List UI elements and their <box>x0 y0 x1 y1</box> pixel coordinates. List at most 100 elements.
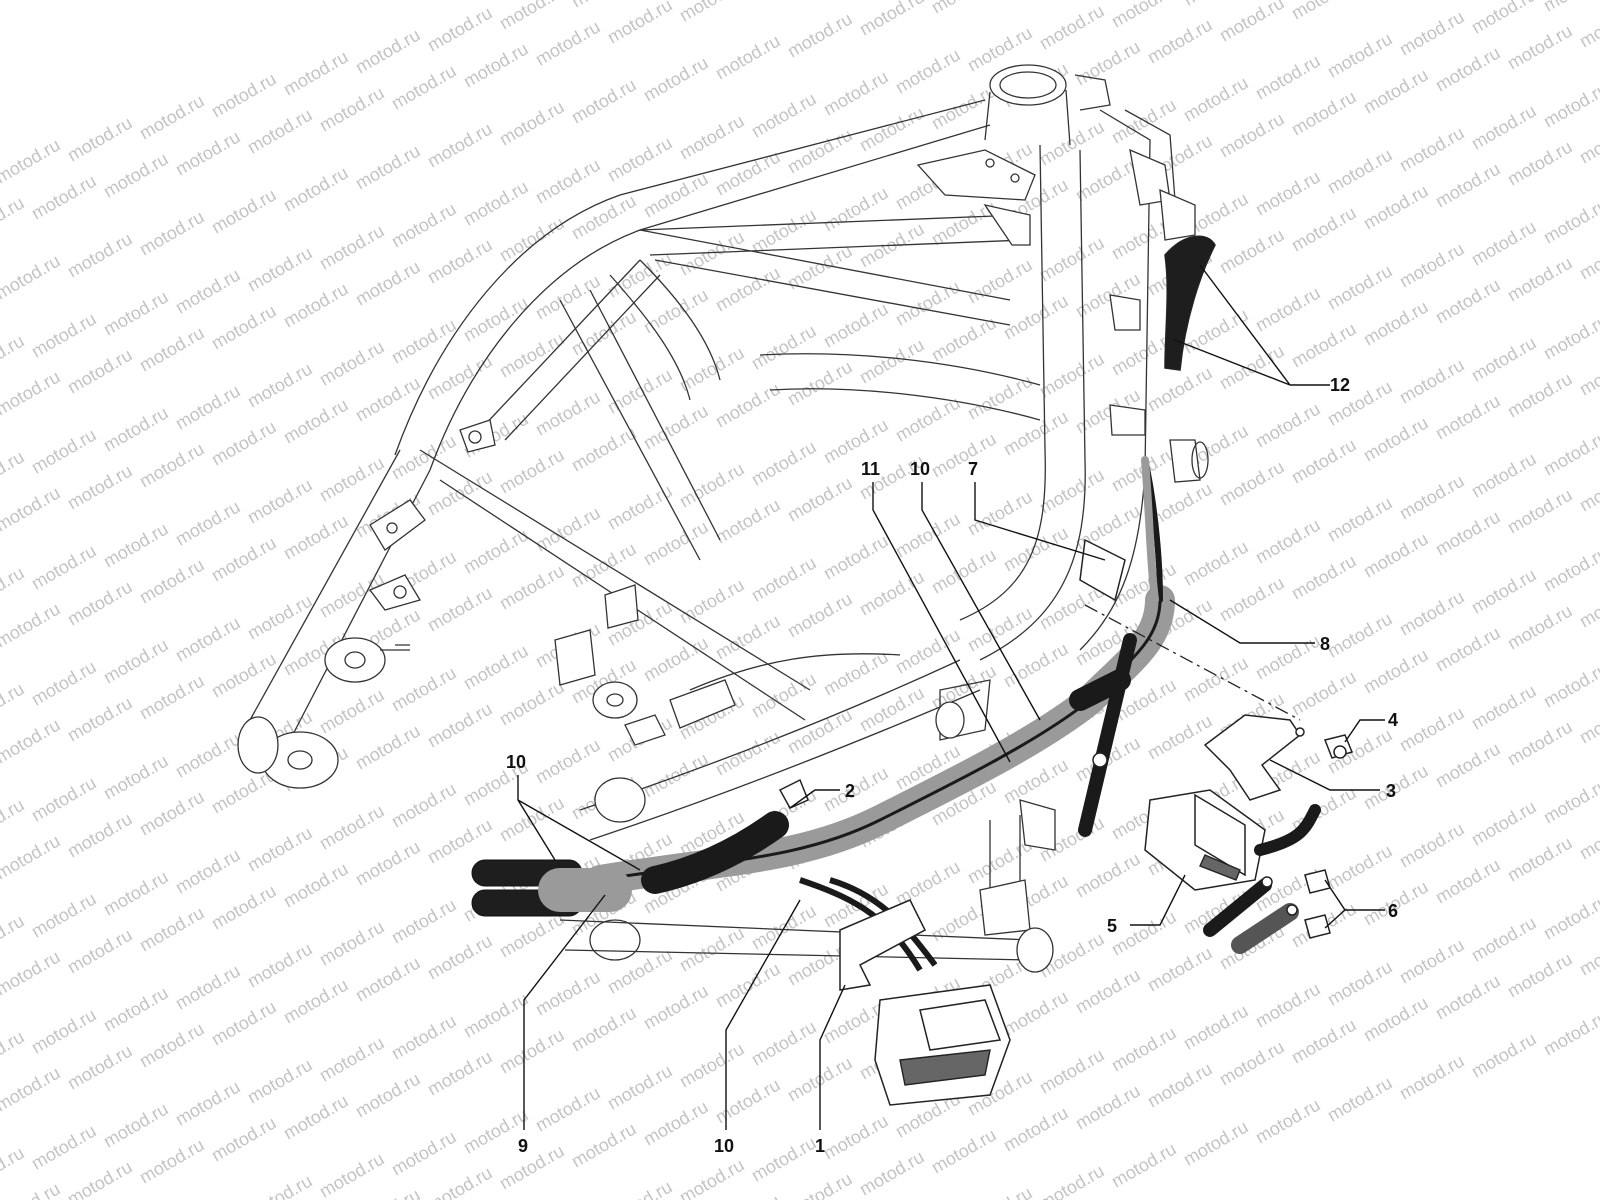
watermark-text: motod.ru <box>604 1061 676 1114</box>
watermark-text: motod.ru <box>1576 463 1600 516</box>
watermark-text: motod.ru <box>1216 225 1288 278</box>
watermark-text: motod.ru <box>1432 855 1504 908</box>
watermark-text: motod.ru <box>712 263 784 316</box>
watermark-text: motod.ru <box>0 331 28 384</box>
watermark-text: motod.ru <box>0 1027 28 1080</box>
watermark-text: motod.ru <box>352 373 424 426</box>
watermark-text: motod.ru <box>388 199 460 252</box>
watermark-text: motod.ru <box>1144 711 1216 764</box>
watermark-text: motod.ru <box>0 447 28 500</box>
watermark-text: motod.ru <box>424 583 496 636</box>
watermark-text: motod.ru <box>136 439 208 492</box>
watermark-text: motod.ru <box>28 889 100 942</box>
watermark-text: motod.ru <box>784 589 856 642</box>
watermark-text: motod.ru <box>1252 399 1324 452</box>
watermark-text: motod.ru <box>928 429 1000 482</box>
watermark-text: motod.ru <box>316 1149 388 1200</box>
watermark-text: motod.ru <box>1072 501 1144 554</box>
watermark-text: motod.ru <box>1504 717 1576 770</box>
watermark-text: motod.ru <box>1396 239 1468 292</box>
watermark-text: motod.ru <box>1504 369 1576 422</box>
watermark-text: motod.ru <box>1288 667 1360 720</box>
watermark-text: motod.ru <box>388 431 460 484</box>
watermark-text: motod.ru <box>0 679 28 732</box>
watermark-text: motod.ru <box>784 1169 856 1200</box>
watermark-text: motod.ru <box>1360 0 1432 1</box>
watermark-text: motod.ru <box>28 425 100 478</box>
watermark-text: motod.ru <box>1396 1051 1468 1104</box>
watermark-text: motod.ru <box>1396 819 1468 872</box>
watermark-text: motod.ru <box>1144 15 1216 68</box>
watermark-text: motod.ru <box>928 1125 1000 1178</box>
watermark-text: motod.ru <box>532 17 604 70</box>
watermark-text: motod.ru <box>64 693 136 746</box>
watermark-text: motod.ru <box>460 989 532 1042</box>
watermark-text: motod.ru <box>1108 1139 1180 1192</box>
watermark-text: motod.ru <box>1504 949 1576 1002</box>
watermark-text: motod.ru <box>316 685 388 738</box>
watermark-text: motod.ru <box>1324 609 1396 662</box>
watermark-text: motod.ru <box>388 315 460 368</box>
watermark-text: motod.ru <box>460 177 532 230</box>
watermark-text: motod.ru <box>1252 1095 1324 1148</box>
watermark-text: motod.ru <box>1504 485 1576 538</box>
watermark-text: motod.ru <box>1432 739 1504 792</box>
watermark-text: motod.ru <box>208 1113 280 1166</box>
watermark-text: motod.ru <box>676 459 748 512</box>
watermark-text: motod.ru <box>280 1091 352 1144</box>
watermark-text: motod.ru <box>0 135 64 188</box>
watermark-text: motod.ru <box>172 613 244 666</box>
watermark-text: motod.ru <box>1360 645 1432 698</box>
watermark-text: motod.ru <box>1180 0 1252 9</box>
watermark-text: motod.ru <box>784 357 856 410</box>
watermark-text: motod.ru <box>172 265 244 318</box>
watermark-text: motod.ru <box>172 127 244 180</box>
watermark-text: motod.ru <box>712 727 784 780</box>
watermark-text: motod.ru <box>676 0 748 25</box>
watermark-text: motod.ru <box>1540 311 1600 364</box>
watermark-text: motod.ru <box>712 1191 784 1200</box>
watermark-text: motod.ru <box>28 773 100 826</box>
watermark-text: motod.ru <box>280 163 352 216</box>
watermark-text: motod.ru <box>1000 407 1072 460</box>
watermark-text: motod.ru <box>424 931 496 984</box>
watermark-text: motod.ru <box>1432 43 1504 96</box>
watermark-text: motod.ru <box>1216 573 1288 626</box>
watermark-text: motod.ru <box>1072 1081 1144 1134</box>
watermark-text: motod.ru <box>0 193 28 246</box>
watermark-text: motod.ru <box>1072 37 1144 90</box>
callout-labels: 12 8 4 3 6 5 11 10 7 2 10 9 10 1 <box>506 375 1398 1156</box>
watermark-text: motod.ru <box>316 83 388 136</box>
watermark-text: motod.ru <box>1576 115 1600 168</box>
watermark-text: motod.ru <box>28 171 100 224</box>
watermark-text: motod.ru <box>100 403 172 456</box>
watermark-text: motod.ru <box>0 251 64 304</box>
watermark-text: motod.ru <box>208 533 280 586</box>
watermark-text: motod.ru <box>1432 623 1504 676</box>
watermark-text: motod.ru <box>1288 435 1360 488</box>
watermark-text: motod.ru <box>748 1017 820 1070</box>
watermark-text: motod.ru <box>0 563 28 616</box>
watermark-text: motod.ru <box>1180 537 1252 590</box>
watermark-text: motod.ru <box>100 635 172 688</box>
watermark-text: motod.ru <box>676 575 748 628</box>
watermark-text: motod.ru <box>1324 841 1396 894</box>
watermark-text: motod.ru <box>712 1075 784 1128</box>
watermark-text: motod.ru <box>532 1083 604 1136</box>
watermark-text: motod.ru <box>748 553 820 606</box>
watermark-text: motod.ru <box>496 0 568 33</box>
watermark-text: motod.ru <box>1432 971 1504 1024</box>
watermark-text: motod.ru <box>604 0 676 47</box>
watermark-text: motod.ru <box>1252 283 1324 336</box>
watermark-text: motod.ru <box>1396 703 1468 756</box>
watermark-text: motod.ru <box>1468 0 1540 37</box>
watermark-text: motod.ru <box>712 147 784 200</box>
watermark-text: motod.ru <box>928 545 1000 598</box>
watermark-text: motod.ru <box>964 1183 1036 1200</box>
watermark-text: motod.ru <box>1072 849 1144 902</box>
watermark-text: motod.ru <box>532 387 604 440</box>
watermark-text: motod.ru <box>928 0 1000 17</box>
watermark-text: motod.ru <box>712 379 784 432</box>
watermark-text: motod.ru <box>1576 579 1600 632</box>
